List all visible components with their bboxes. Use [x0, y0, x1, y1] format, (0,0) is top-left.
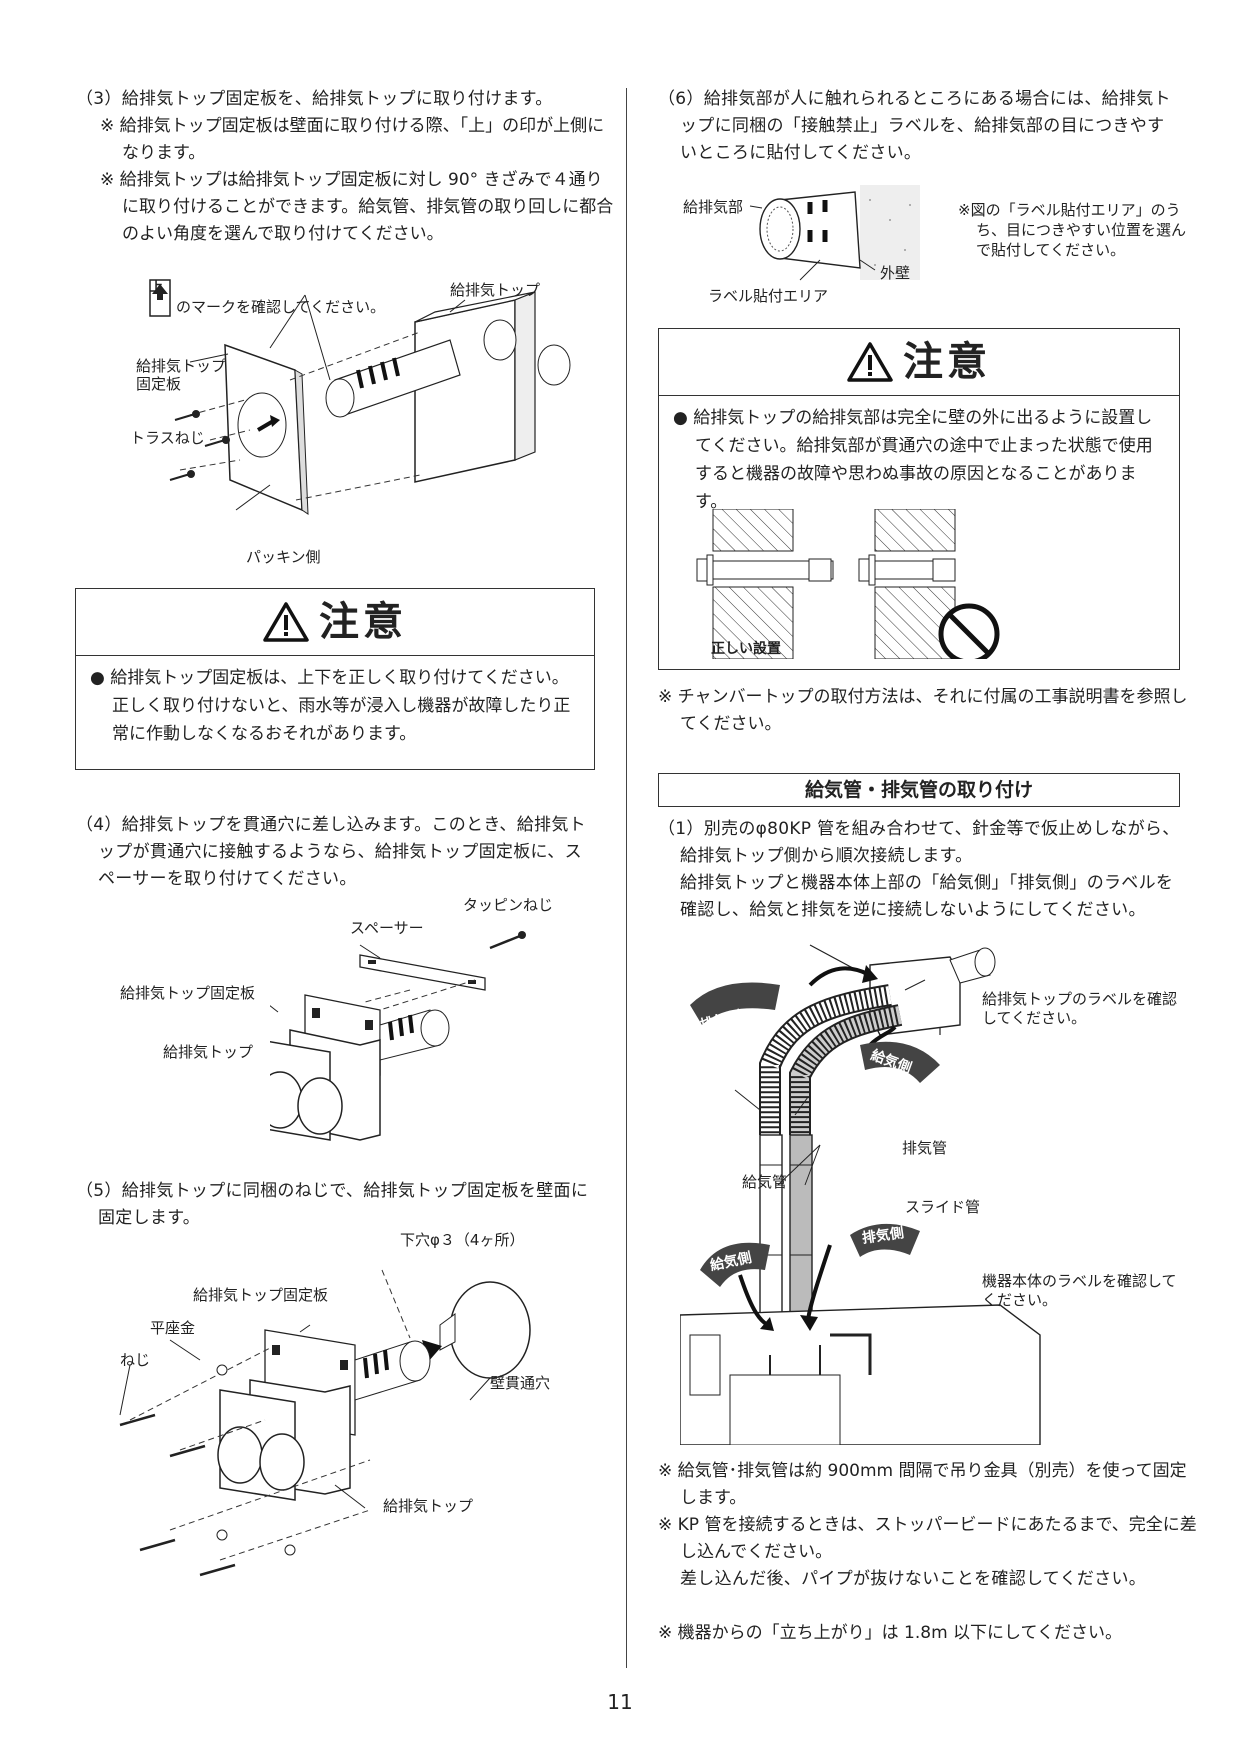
caution-title: 注意 — [319, 599, 407, 645]
column-divider — [626, 88, 627, 1668]
figure-pipe-connection — [680, 944, 1041, 1445]
label-mark-confirm: のマークを確認してください。 — [176, 298, 386, 316]
label-sticker-area: ラベル貼付エリア — [708, 287, 829, 305]
label-plate-5: 給排気トップ固定板 — [193, 1286, 329, 1304]
label-area-note: ※図の「ラベル貼付エリア」のうち、目につきやすい位置を選んで貼付してください。 — [958, 201, 1187, 259]
warning-triangle-icon — [847, 342, 893, 382]
step6-main: （6）給排気部が人に触れられるところにある場合には、給排気トップに同梱の「接触禁… — [658, 89, 1171, 163]
label-truss-screw: トラスねじ — [130, 429, 205, 447]
figure-plate-fixing — [119, 1269, 531, 1577]
caution-text: ● 給排気トップの給排気部は完全に壁の外に出るように設置してください。給排気部が… — [673, 408, 1153, 512]
step4-main: （4）給排気トップを貫通穴に差し込みます。このとき、給排気トップが貫通穴に接触す… — [76, 815, 586, 889]
note-hanger: ※ 給気管･排気管は約 900mm 間隔で吊り金具（別売）を使って固定します。 — [658, 1461, 1187, 1508]
up-arrow-icon — [152, 284, 168, 300]
label-body-check: 機器本体のラベルを確認してください。 — [982, 1272, 1177, 1309]
figure-label-area — [749, 185, 920, 281]
step3-note2: ※ 給排気トップは給排気トップ固定板に対し 90° きざみで４通りに取り付けるこ… — [100, 170, 614, 244]
label-plate-1: 給排気トップ — [136, 357, 227, 375]
label-top: 給排気トップ — [450, 281, 541, 299]
label-tapping-screw: タッピンねじ — [463, 896, 554, 914]
label-top-5: 給排気トップ — [383, 1497, 474, 1515]
caution-box-1: 注意 ● 給排気トップ固定板は、上下を正しく取り付けてください。正しく取り付けな… — [75, 588, 595, 770]
label-plate-4: 給排気トップ固定板 — [120, 984, 256, 1002]
pipe-step1-main: （1）別売のφ80KP 管を組み合わせて、針金等で仮止めしながら、給排気トップ側… — [658, 819, 1180, 866]
caution-box-2: 注意 ● 給排気トップの給排気部は完全に壁の外に出るように設置してください。給排… — [658, 328, 1180, 670]
label-washer: 平座金 — [150, 1319, 196, 1337]
section-title: 給気管・排気管の取り付け — [658, 773, 1180, 807]
pipe-step1-sub: 給排気トップと機器本体上部の「給気側」「排気側」のラベルを確認し、給気と排気を逆… — [680, 873, 1174, 920]
step3-main: （3）給排気トップ固定板を、給排気トップに取り付けます。 — [76, 89, 553, 109]
figure-top-plate-mounting — [149, 279, 571, 515]
warning-triangle-icon — [263, 602, 309, 642]
up-mark-char: 上 — [150, 280, 164, 295]
label-slide-pipe: スライド管 — [905, 1198, 981, 1216]
label-pilot-hole: 下穴φ３（4ヶ所） — [400, 1231, 525, 1249]
figure-spacer — [270, 931, 526, 1141]
note-check-pipe: 差し込んだ後、パイプが抜けないことを確認してください。 — [680, 1569, 1147, 1589]
caution-text: ● 給排気トップ固定板は、上下を正しく取り付けてください。正しく取り付けないと、… — [90, 668, 571, 744]
label-plate-2: 固定板 — [136, 375, 182, 393]
caution-title: 注意 — [903, 339, 991, 385]
label-vent-part: 給排気部 — [683, 198, 744, 216]
label-top-4: 給排気トップ — [163, 1043, 254, 1061]
page-number: 11 — [607, 1690, 633, 1714]
label-packing-side: パッキン側 — [246, 548, 321, 566]
label-supply-pipe: 給気管 — [742, 1173, 788, 1191]
label-wall-hole: 壁貫通穴 — [490, 1374, 551, 1392]
chamber-note: ※ チャンバートップの取付方法は、それに付属の工事説明書を参照してください。 — [658, 687, 1188, 734]
step3-note1: ※ 給排気トップ固定板は壁面に取り付ける際、「上」の印が上側になります。 — [100, 116, 605, 163]
label-correct-install: 正しい設置 — [711, 641, 781, 657]
label-spacer: スペーサー — [350, 919, 424, 937]
label-top-check: 給排気トップのラベルを確認してください。 — [982, 990, 1178, 1027]
label-outer-wall: 外壁 — [880, 264, 911, 282]
figure-correct-vs-wrong — [696, 509, 1000, 659]
note-rise: ※ 機器からの「立ち上がり」は 1.8m 以下にしてください。 — [658, 1623, 1123, 1643]
label-exhaust-pipe: 排気管 — [902, 1139, 948, 1157]
note-kp-insert: ※ KP 管を接続するときは、ストッパービードにあたるまで、完全に差し込んでくだ… — [658, 1515, 1197, 1562]
step5-main: （5）給排気トップに同梱のねじで、給排気トップ固定板を壁面に固定します。 — [76, 1181, 589, 1228]
label-screw-5: ねじ — [120, 1351, 151, 1369]
